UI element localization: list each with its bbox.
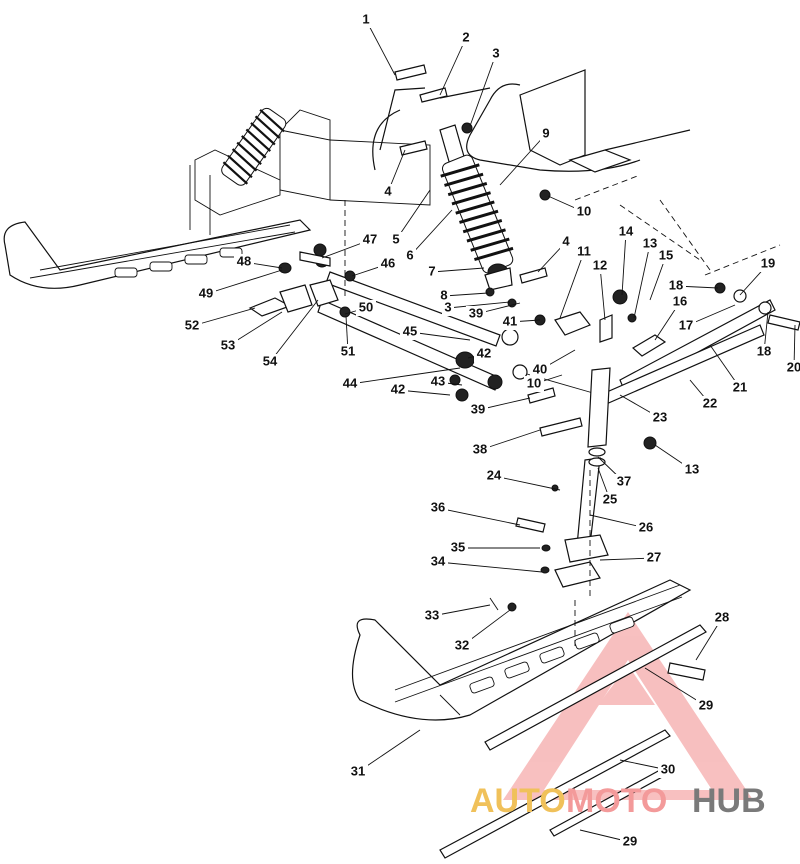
leader-line bbox=[432, 268, 484, 272]
part-callout: 30 bbox=[661, 761, 675, 776]
spindle bbox=[555, 368, 610, 600]
leader-line bbox=[600, 266, 605, 320]
part-callout: 42 bbox=[477, 345, 491, 360]
part-callout: 26 bbox=[639, 519, 653, 534]
part-callout: 10 bbox=[577, 203, 591, 218]
part-callout: 45 bbox=[403, 323, 417, 338]
part-callout: 50 bbox=[359, 299, 373, 314]
part-callout: 51 bbox=[341, 343, 355, 358]
leader-line bbox=[440, 38, 466, 95]
part-callout: 7 bbox=[428, 263, 435, 278]
part-callout: 33 bbox=[425, 607, 439, 622]
part-callout: 36 bbox=[431, 499, 445, 514]
part-callout: 49 bbox=[199, 285, 213, 300]
part-callout: 15 bbox=[659, 247, 673, 262]
part-callout: 1 bbox=[362, 11, 369, 26]
leader-line bbox=[366, 20, 395, 75]
leader-line bbox=[560, 252, 584, 318]
suspension-arms bbox=[318, 271, 800, 449]
part-callout: 29 bbox=[699, 697, 713, 712]
left-ski-upper bbox=[4, 220, 310, 288]
leader-line bbox=[410, 210, 452, 256]
part-callout: 17 bbox=[679, 317, 693, 332]
watermark-logo: AUTO MOTO HUB bbox=[470, 782, 766, 820]
part-callout: 27 bbox=[647, 549, 661, 564]
part-callout: 5 bbox=[392, 231, 399, 246]
watermark-part-2: MOTO bbox=[566, 782, 667, 820]
part-callout: 29 bbox=[623, 833, 637, 848]
part-callout: 19 bbox=[761, 255, 775, 270]
part-callout: 18 bbox=[757, 343, 771, 358]
part-callout: 34 bbox=[431, 553, 446, 568]
part-callout: 4 bbox=[384, 183, 392, 198]
part-callout: 47 bbox=[363, 231, 377, 246]
part-callout: 11 bbox=[577, 243, 591, 258]
part-callout: 6 bbox=[406, 247, 413, 262]
part-callout: 43 bbox=[431, 373, 445, 388]
watermark-part-1: AUTO bbox=[470, 782, 566, 820]
part-callout: 13 bbox=[643, 235, 657, 250]
part-callout: 52 bbox=[185, 317, 199, 332]
leader-line bbox=[634, 244, 650, 318]
part-callout: 2 bbox=[462, 29, 469, 44]
part-callout: 3 bbox=[444, 299, 451, 314]
leader-line bbox=[470, 54, 496, 126]
part-callout: 39 bbox=[469, 305, 483, 320]
center-shock-spring bbox=[437, 125, 518, 290]
part-callout: 13 bbox=[685, 461, 699, 476]
part-callout: 53 bbox=[221, 337, 235, 352]
leader-line bbox=[500, 134, 546, 185]
part-callout: 10 bbox=[527, 375, 541, 390]
part-callout: 22 bbox=[703, 395, 717, 410]
part-callout: 39 bbox=[471, 401, 485, 416]
part-callout: 37 bbox=[617, 473, 631, 488]
leader-line bbox=[206, 270, 282, 294]
part-callout: 32 bbox=[455, 637, 469, 652]
part-callout: 23 bbox=[653, 409, 667, 424]
part-callout: 48 bbox=[237, 253, 251, 268]
part-callout: 18 bbox=[669, 277, 683, 292]
part-callout: 44 bbox=[343, 375, 358, 390]
part-callout: 24 bbox=[487, 467, 502, 482]
part-callout: 54 bbox=[263, 353, 278, 368]
leader-line bbox=[438, 508, 520, 525]
left-shock-spring bbox=[218, 105, 290, 189]
part-callout: 14 bbox=[619, 223, 634, 238]
part-callout: 9 bbox=[542, 125, 549, 140]
part-callout: 20 bbox=[787, 359, 800, 374]
part-callout: 46 bbox=[381, 255, 395, 270]
part-callout: 25 bbox=[603, 491, 617, 506]
part-callout: 40 bbox=[533, 361, 547, 376]
part-callout: 42 bbox=[391, 381, 405, 396]
part-callout: 35 bbox=[451, 539, 465, 554]
part-callout: 28 bbox=[715, 609, 729, 624]
leader-line bbox=[622, 232, 626, 295]
part-callout: 31 bbox=[351, 763, 365, 778]
part-callout: 4 bbox=[562, 233, 570, 248]
leader-lines bbox=[192, 20, 795, 842]
watermark-part-3: HUB bbox=[692, 782, 766, 820]
part-callout: 21 bbox=[733, 379, 747, 394]
part-callout: 3 bbox=[492, 45, 499, 60]
leader-line bbox=[444, 293, 488, 296]
part-callout: 16 bbox=[673, 293, 687, 308]
part-callout: 38 bbox=[473, 441, 487, 456]
part-callout: 12 bbox=[593, 257, 607, 272]
part-callout: 41 bbox=[503, 313, 517, 328]
leader-line bbox=[438, 562, 542, 572]
